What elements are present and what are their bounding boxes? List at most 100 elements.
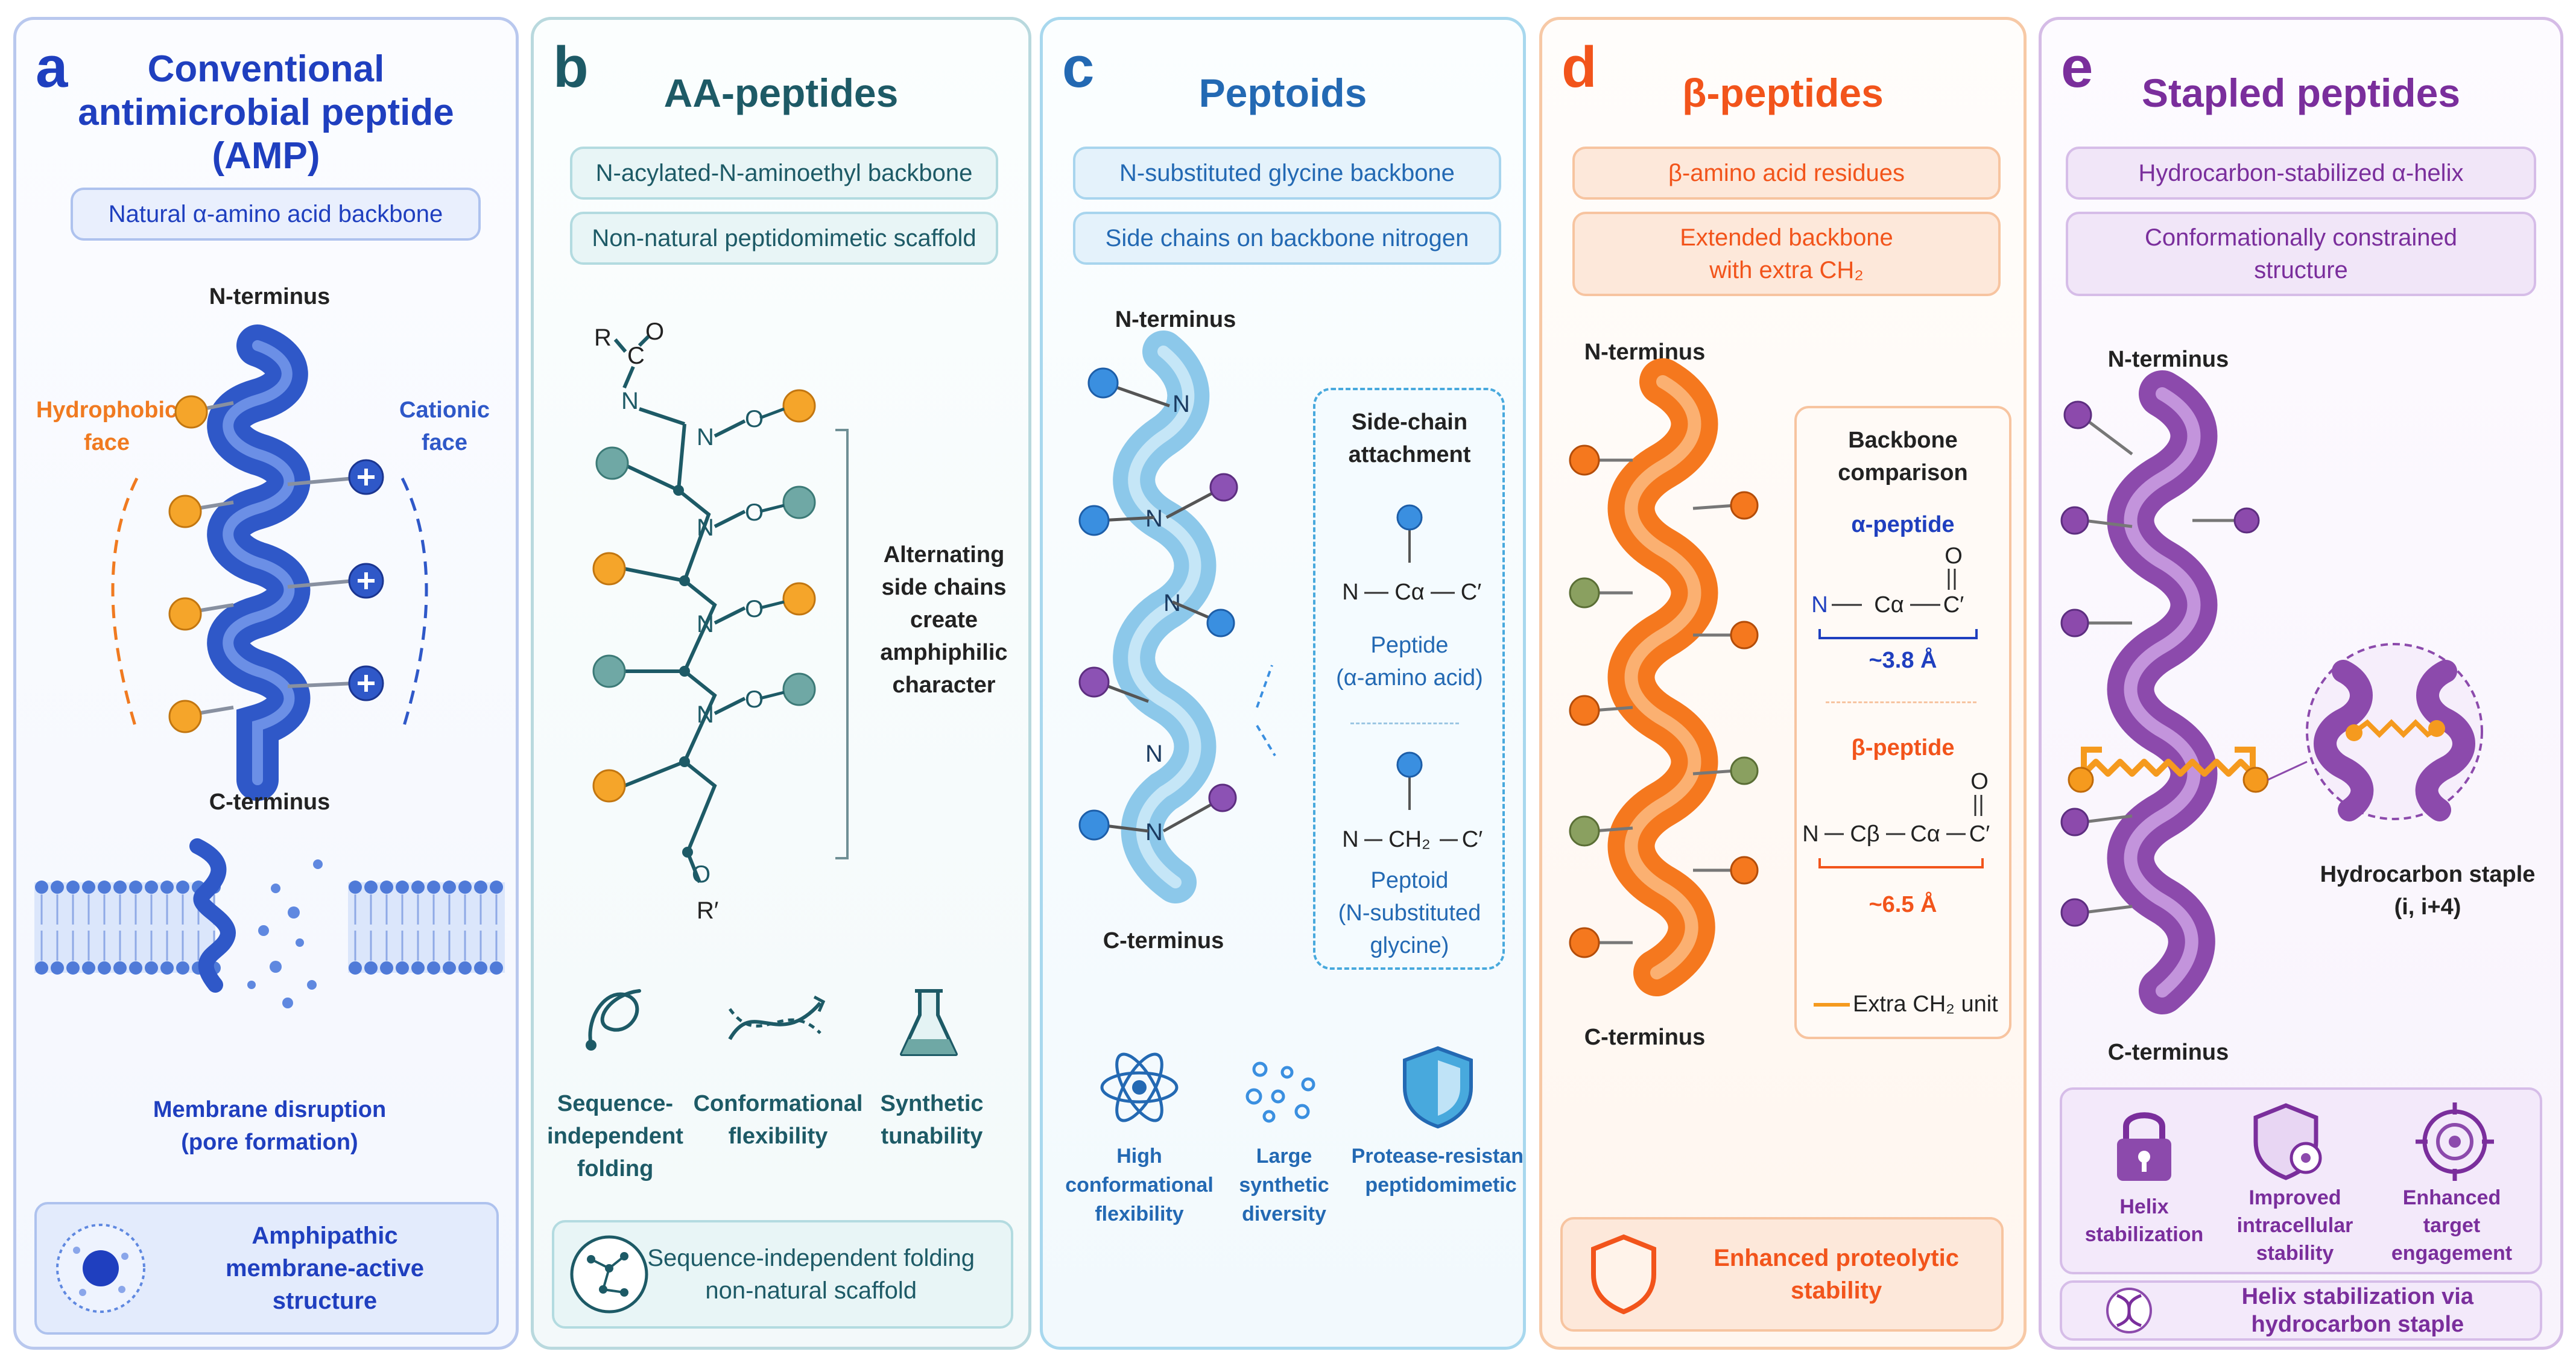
hydrocarbon-staple [2068, 747, 2269, 793]
n-terminus-label: N-terminus [1584, 340, 1706, 365]
amp-helix-diagram [111, 324, 428, 801]
feature-label: High conformational flexibility [1065, 1145, 1214, 1225]
panel-conventional-amp: a Conventional antimicrobial peptide (AM… [13, 17, 519, 1350]
lipid-head [490, 961, 503, 975]
peptide-label: Peptide (α-amino acid) [1336, 633, 1483, 691]
loop-icon [586, 989, 641, 1051]
lipid-head [349, 881, 362, 894]
panel-title: Stapled peptides [2141, 71, 2461, 115]
backbone-nodes [673, 485, 693, 858]
panel-peptoids: c Peptoids N-substituted glycine backbon… [1040, 17, 1526, 1350]
alpha-formula-ca: Cα [1874, 592, 1904, 618]
beta-formula-ca: Cα [1910, 821, 1940, 847]
lipid-head [427, 881, 440, 894]
lipid-bilayer-right [348, 882, 505, 973]
alternating-annotation: Alternating side chains create amphiphil… [880, 542, 1008, 698]
panel-title: Conventional antimicrobial peptide (AMP) [78, 48, 454, 177]
svg-text:N: N [697, 611, 714, 637]
lipid-head [160, 881, 174, 894]
twist-icon [728, 995, 826, 1040]
helix-box: Hydrocarbon-stabilized α-helix [2066, 147, 2536, 200]
side-chain-inset [1313, 388, 1505, 970]
backbone-box: Natural α-amino acid backbone [71, 188, 481, 241]
helix-staple-label: Helix stabilization via hydrocarbon stap… [2241, 1284, 2473, 1337]
scaffold-box: Non-natural peptidomimetic scaffold [570, 212, 998, 265]
shield-icon [1591, 1234, 1656, 1315]
backbone-comparison-box [1794, 406, 2011, 1039]
panel-stapled-peptides: e Stapled peptides Hydrocarbon-stabilize… [2039, 17, 2563, 1350]
lipid-head [364, 961, 378, 975]
lipid-head [98, 961, 111, 975]
membrane-disruption-label: Membrane disruption (pore formation) [153, 1097, 387, 1155]
feature-label: Synthetic tunability [880, 1091, 984, 1149]
alpha-formula-o: O [1945, 543, 1963, 569]
lipid-head [98, 881, 111, 894]
svg-text:N: N [697, 424, 714, 451]
staple-label: Hydrocarbon staple (i, i+4) [2320, 862, 2536, 920]
lipid-head [35, 881, 48, 894]
alpha-helix [207, 324, 311, 801]
panel-letter: b [553, 35, 589, 100]
beta-formula [1818, 795, 1984, 868]
lipid-head [458, 881, 472, 894]
side-chain-spheres [2060, 400, 2260, 927]
residues-box: β-amino acid residues [1572, 147, 2001, 200]
lipid-head [82, 961, 95, 975]
inserted-helix [189, 838, 236, 993]
lipid-head [35, 961, 48, 975]
feature-label: Helix stabilization [2084, 1195, 2204, 1246]
lipid-head [474, 961, 487, 975]
alpha-formula-cprime: C′ [1943, 592, 1964, 618]
staple-zoom-inset [2306, 643, 2483, 821]
peptoid-formula-n: N [1342, 827, 1359, 852]
lipid-head [160, 961, 174, 975]
beta-formula-n: N [1802, 821, 1819, 847]
atom-icon [1100, 1052, 1179, 1122]
lipid-head [427, 961, 440, 975]
comparison-divider [1826, 701, 1976, 703]
panel-letter: a [36, 35, 68, 100]
lipid-head [443, 881, 456, 894]
stapled-helix [2060, 370, 2483, 1014]
panel-title: Peptoids [1198, 71, 1367, 115]
peptide-formula-ca: Cα [1394, 580, 1425, 605]
constrained-box: Conformationally constrained structure [2066, 212, 2536, 296]
legend-swatch [1814, 1003, 1850, 1007]
atom-c: C [627, 343, 645, 369]
lipid-head [443, 961, 456, 975]
feature-label: Improved intracellular stability [2236, 1186, 2353, 1265]
panel-title: AA-peptides [663, 71, 899, 115]
lipid-head [364, 881, 378, 894]
sidechain-box: Side chains on backbone nitrogen [1073, 212, 1501, 265]
side-chain-spheres [592, 389, 816, 803]
atom-r-prime: R′ [697, 897, 718, 924]
extended-backbone-box: Extended backbone with extra CH₂ [1572, 212, 2001, 296]
lipid-head [145, 881, 158, 894]
beta-distance: ~6.5 Å [1869, 892, 1937, 917]
peptide-formula-n: N [1342, 580, 1359, 605]
lipid-head [380, 881, 393, 894]
panel-beta-peptides: d β-peptides β-amino acid residues Exten… [1539, 17, 2027, 1350]
lipid-head [349, 961, 362, 975]
shield-cell-icon [2253, 1103, 2322, 1180]
cationic-residues [287, 459, 384, 701]
feature-label: Enhanced target engagement [2391, 1186, 2513, 1265]
lipid-head [490, 881, 503, 894]
beta-helix [1569, 358, 1759, 996]
lipid-head [411, 961, 425, 975]
feature-label: Protease-resistant peptidomimetic [1351, 1145, 1526, 1197]
svg-text:N: N [697, 701, 714, 728]
membrane-pore-diagram [34, 838, 505, 1008]
lipid-head [51, 881, 64, 894]
leaking-contents [247, 859, 323, 1008]
bubbles-icon [1245, 1061, 1315, 1123]
c-terminus-label: C-terminus [2107, 1040, 2229, 1065]
lipid-bilayer-left [34, 882, 215, 973]
peptoid-formula-ch2: CH₂ [1388, 827, 1431, 852]
legend-label: Extra CH₂ unit [1853, 991, 1998, 1017]
alpha-distance: ~3.8 Å [1869, 648, 1937, 673]
amphipathic-label: Amphipathic membrane-active structure [225, 1222, 424, 1314]
target-icon [2416, 1102, 2494, 1181]
